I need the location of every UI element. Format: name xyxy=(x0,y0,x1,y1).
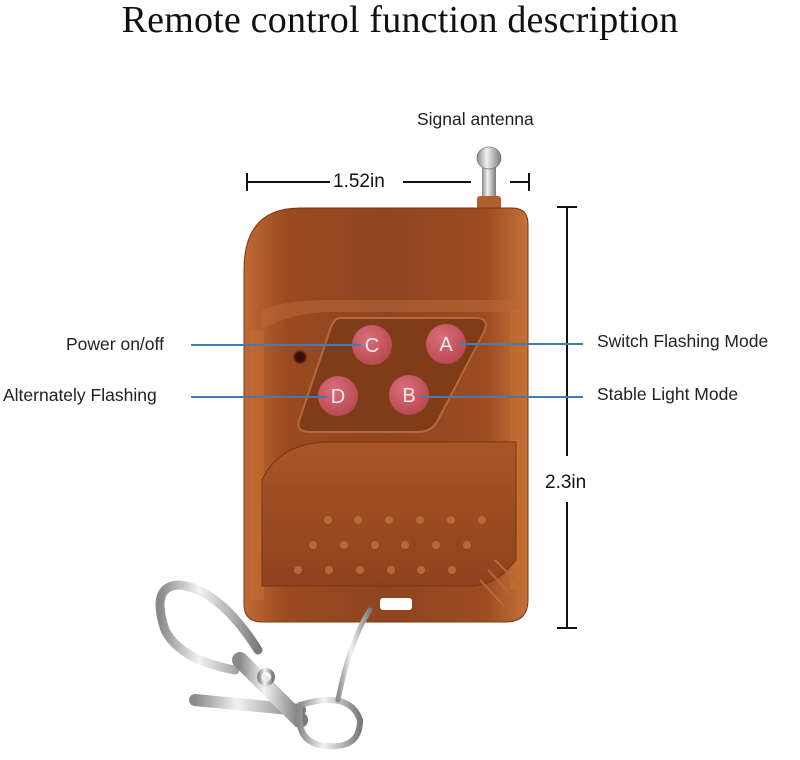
page-title: Remote control function description xyxy=(121,0,679,41)
remote-body xyxy=(243,207,529,623)
power-label: Power on/off xyxy=(66,334,164,354)
antenna-icon xyxy=(476,146,502,210)
svg-text:D: D xyxy=(331,386,345,408)
button-d[interactable]: D xyxy=(318,376,358,416)
power-leader-line xyxy=(191,344,361,346)
height-dim-line-top xyxy=(566,206,568,456)
width-dim-right-tick xyxy=(528,173,530,191)
height-dim-line-bottom xyxy=(566,502,568,628)
keychain-clip-icon xyxy=(155,580,373,750)
width-dim-line-right xyxy=(403,181,471,183)
button-b[interactable]: B xyxy=(389,375,429,415)
alternate-leader-line xyxy=(191,396,327,398)
width-dim-left-tick xyxy=(246,173,248,191)
switch-mode-label: Switch Flashing Mode xyxy=(597,331,769,351)
stable-leader-line xyxy=(420,396,583,398)
width-dimension: 1.52in xyxy=(333,171,385,192)
svg-text:C: C xyxy=(365,335,379,357)
switch-leader-line xyxy=(458,343,583,345)
svg-text:B: B xyxy=(402,385,415,407)
width-dim-line-right2 xyxy=(510,181,528,183)
height-dim-bottom-tick xyxy=(557,627,577,629)
antenna-label: Signal antenna xyxy=(417,109,534,129)
alternate-label: Alternately Flashing xyxy=(3,385,157,405)
button-a[interactable]: A xyxy=(426,324,466,364)
stable-label: Stable Light Mode xyxy=(597,384,739,404)
button-c[interactable]: C xyxy=(352,325,392,365)
height-dimension: 2.3in xyxy=(545,472,587,493)
width-dim-line-left xyxy=(247,181,330,183)
svg-text:A: A xyxy=(439,334,453,356)
